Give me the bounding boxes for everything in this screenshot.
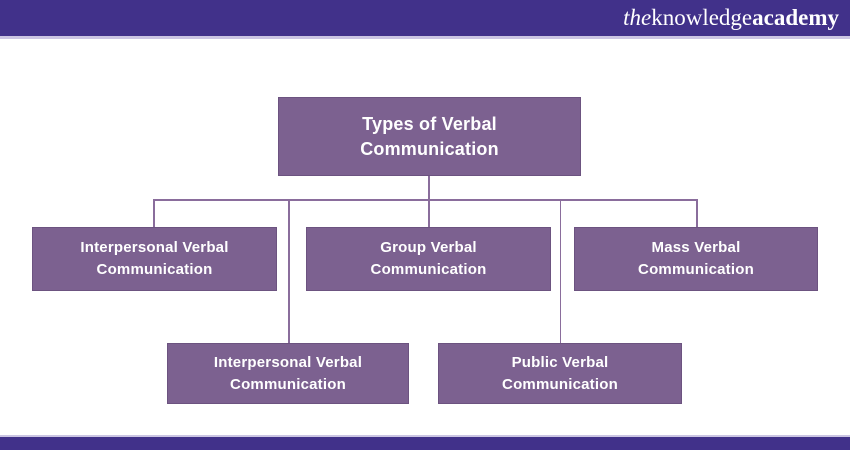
logo-word-knowledge: knowledge <box>651 5 753 30</box>
node-types-of-verbal-communication: Types of Verbal Communication <box>278 97 581 176</box>
connector-drop-interpersonal-2 <box>288 199 290 344</box>
connector-root-stem <box>428 176 430 200</box>
logo-word-academy: academy <box>752 5 839 30</box>
node-label-line: Communication <box>502 375 618 393</box>
node-label-line: Communication <box>638 261 754 278</box>
node-label-line: Types of Verbal <box>362 113 497 134</box>
node-mass-verbal-communication: Mass Verbal Communication <box>574 227 818 291</box>
node-label-line: Mass Verbal <box>651 239 741 256</box>
connector-drop-public <box>559 199 561 344</box>
node-label-line: Public Verbal <box>511 353 609 371</box>
connector-drop-interpersonal <box>153 199 155 228</box>
connector-horizontal-bar <box>153 199 698 201</box>
node-label-line: Communication <box>96 261 213 278</box>
node-label-line: Communication <box>360 138 499 159</box>
connector-drop-mass <box>696 199 698 228</box>
node-label-line: Communication <box>230 375 346 393</box>
header-bar: theknowledgeacademy <box>0 0 850 36</box>
node-label-line: Communication <box>370 261 487 278</box>
logo-word-the: the <box>623 5 652 30</box>
node-label-line: Group Verbal <box>380 239 477 256</box>
footer-bar <box>0 437 850 450</box>
node-interpersonal-verbal-communication: Interpersonal Verbal Communication <box>32 227 277 291</box>
node-label-line: Interpersonal Verbal <box>213 353 363 371</box>
header-divider-line <box>0 36 850 39</box>
node-label-line: Interpersonal Verbal <box>80 239 229 256</box>
node-interpersonal-verbal-communication-2: Interpersonal Verbal Communication <box>167 343 409 404</box>
node-public-verbal-communication: Public Verbal Communication <box>438 343 682 404</box>
footer-divider-line <box>0 435 850 437</box>
node-group-verbal-communication: Group Verbal Communication <box>306 227 551 291</box>
connector-drop-group <box>428 199 430 228</box>
knowledge-academy-logo: theknowledgeacademy <box>623 0 839 36</box>
